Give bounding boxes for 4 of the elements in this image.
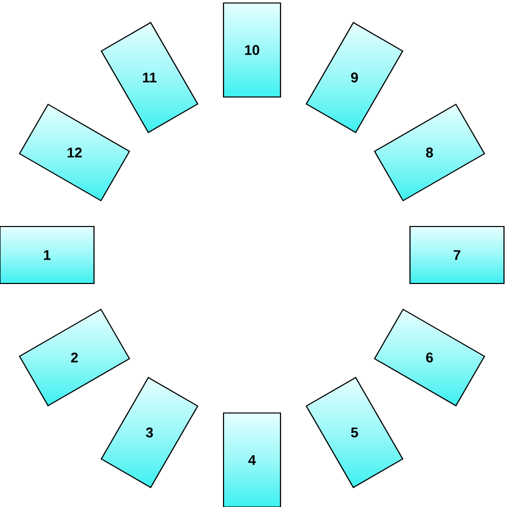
- card: 4: [222, 412, 282, 507]
- card: 7: [409, 226, 505, 284]
- card: 1: [0, 226, 95, 284]
- card: 10: [222, 2, 282, 98]
